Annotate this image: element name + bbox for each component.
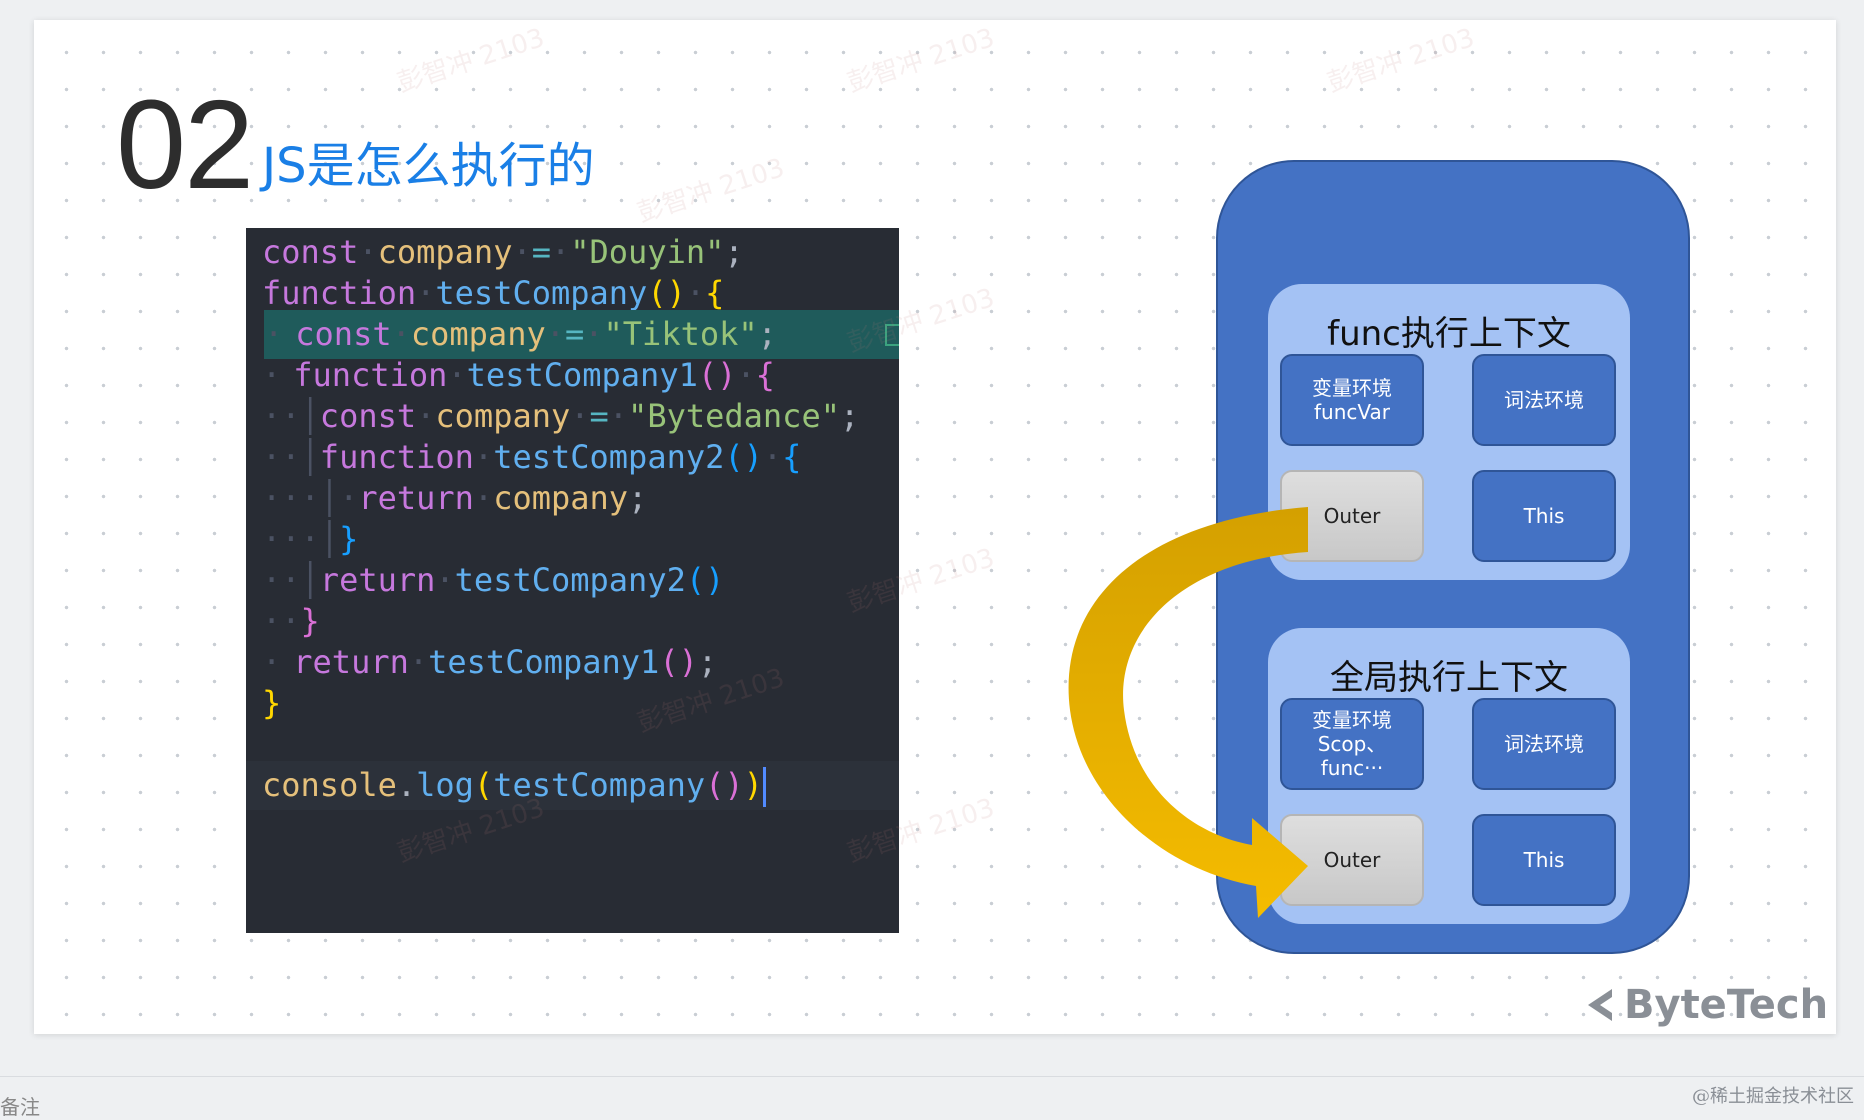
code-line-8: ···│} [262,520,359,558]
code-line-14: console.log(testCompany()) [246,761,899,810]
code-line-6: ··│function·testCompany2()·{ [262,438,802,476]
code-line-5: ··│const·company·=·"Bytedance"; [262,397,860,435]
source-credit: @稀土掘金技术社区 [1692,1086,1854,1107]
slide: 02 JS是怎么执行的 const·company·=·"Douyin"; fu… [34,20,1836,1034]
code-line-3-highlighted: ·const·company·=·"Tiktok"; [264,310,899,359]
global-variable-env-value-2: func··· [1320,756,1384,780]
func-variable-env-box: 变量环境 funcVar [1280,354,1424,446]
code-line-10: ··} [262,602,320,640]
slide-title: JS是怎么执行的 [262,138,595,194]
code-line-11: ·return·testCompany1(); [262,643,718,681]
code-line-7: ···│·return·company; [262,479,648,517]
global-context-title: 全局执行上下文 [1330,658,1568,698]
notes-label[interactable]: 备注 [0,1095,40,1119]
func-variable-env-value: funcVar [1314,400,1390,424]
global-variable-env-label: 变量环境 [1312,708,1392,732]
bytetech-logo: ByteTech [1582,980,1828,1030]
func-lexical-env-box: 词法环境 [1472,354,1616,446]
global-variable-env-box: 变量环境 Scop、 func··· [1280,698,1424,790]
bytetech-logo-text: ByteTech [1624,982,1829,1028]
global-variable-env-value-1: Scop、 [1317,732,1387,756]
slide-number: 02 [116,74,254,215]
func-outer-box: Outer [1280,470,1424,562]
watermark: 彭智冲 2103 [633,153,789,229]
global-outer-box: Outer [1280,814,1424,906]
code-line-2: function·testCompany()·{ [262,274,725,312]
global-lexical-env-box: 词法环境 [1472,698,1616,790]
code-line-9: ··│return·testCompany2() [262,561,725,599]
global-execution-context: 全局执行上下文 变量环境 Scop、 func··· 词法环境 Outer Th… [1268,628,1630,924]
code-screenshot: const·company·=·"Douyin"; function·testC… [246,228,899,933]
global-this-box: This [1472,814,1616,906]
notes-divider [0,1076,1864,1077]
func-context-title: func执行上下文 [1327,314,1571,354]
watermark: 彭智冲 2103 [1323,23,1479,99]
func-variable-env-label: 变量环境 [1312,376,1392,400]
watermark: 彭智冲 2103 [393,23,549,99]
watermark: 彭智冲 2103 [843,23,999,99]
bytetech-logo-icon [1588,989,1612,1021]
code-line-1: const·company·=·"Douyin"; [262,233,744,271]
func-this-box: This [1472,470,1616,562]
execution-context-stack: func执行上下文 变量环境 funcVar 词法环境 Outer This 全… [1216,160,1690,954]
code-line-4: ·function·testCompany1()·{ [262,356,775,394]
code-line-12: } [262,684,282,722]
func-execution-context: func执行上下文 变量环境 funcVar 词法环境 Outer This [1268,284,1630,580]
